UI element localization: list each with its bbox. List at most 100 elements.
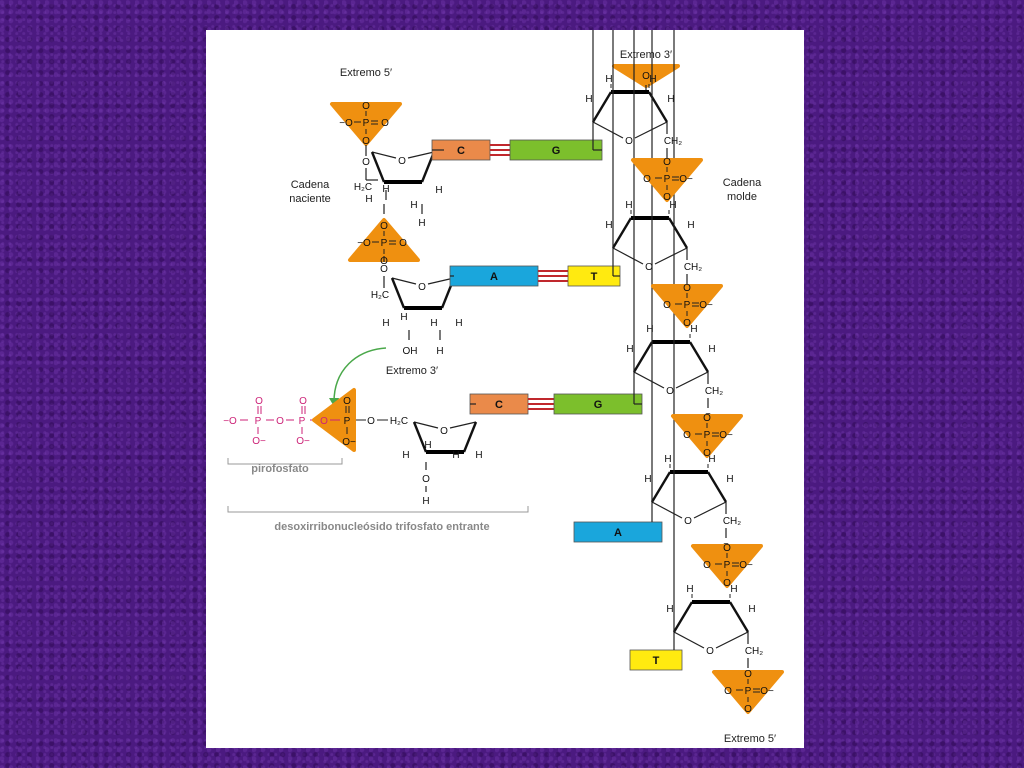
oxygen-label: O: [381, 118, 389, 129]
phosphorus-label: P: [724, 560, 731, 571]
carbon-label: CH₂: [664, 136, 682, 147]
attack-arrow: [333, 347, 387, 403]
hydrogen-label: H: [644, 474, 651, 485]
hydroxyl-label: OH: [403, 346, 418, 357]
oxygen-label: O: [723, 543, 731, 554]
oxygen-label: −O: [339, 118, 353, 129]
ring-bond: [462, 421, 478, 453]
carbon-label: H₂C: [390, 416, 408, 427]
pyro-oxygen-label: O: [255, 396, 263, 407]
oxygen-label: O: [744, 669, 752, 680]
ring-bond: [675, 371, 709, 389]
ring-bond: [612, 247, 644, 265]
ring-bond: [633, 371, 665, 389]
ring-oxygen-label: O: [706, 646, 714, 657]
oxygen-label: O: [643, 174, 651, 185]
hydrogen-label: H: [726, 474, 733, 485]
oxygen-label: O: [744, 704, 752, 715]
nascent-strand-label: Cadena: [291, 179, 330, 191]
phosphate-group: [671, 414, 743, 458]
ring-oxygen-label: O: [684, 516, 692, 527]
ring-oxygen-label: O: [440, 426, 448, 437]
nascent-3-prime-label: Extremo 3′: [386, 365, 438, 377]
hydrogen-label: H: [667, 94, 674, 105]
phosphorus-label: P: [381, 238, 388, 249]
oxygen-label: O: [343, 396, 351, 407]
ring-bond: [667, 217, 689, 249]
hydrogen-label: H: [649, 74, 656, 85]
hydrogen-label: H: [664, 454, 671, 465]
hydrogen-label: H: [686, 584, 693, 595]
base-template-G: G: [509, 139, 603, 161]
template-nucleotide: [672, 600, 750, 649]
phosphorus-label: P: [745, 686, 752, 697]
hydrogen-label: H: [424, 440, 431, 451]
ring-bond: [407, 151, 435, 159]
template-3-prime-label: Extremo 3′: [620, 49, 672, 61]
pyro-phosphorus-label: P: [299, 416, 306, 427]
pyro-oxygen-label: −O: [223, 416, 237, 427]
phosphate-group: [330, 102, 402, 146]
oxygen-label: O: [703, 448, 711, 459]
phosphate-group: [631, 158, 703, 202]
ring-bond: [591, 91, 613, 123]
ring-bond: [611, 217, 633, 249]
hydrogen-label: H: [455, 318, 462, 329]
oxygen-label: O: [663, 157, 671, 168]
base-letter: T: [653, 655, 660, 667]
ring-bond: [654, 247, 688, 265]
base-letter: T: [591, 271, 598, 283]
base-letter: C: [457, 145, 465, 157]
oxygen-label: O: [663, 300, 671, 311]
hydrogen-label: H: [666, 604, 673, 615]
ring-bond: [592, 121, 624, 139]
hydrogen-label: H: [605, 74, 612, 85]
ring-bond: [673, 631, 705, 649]
hydrogen-label: H: [626, 344, 633, 355]
oxygen-label: O: [367, 416, 375, 427]
phosphorus-label: P: [684, 300, 691, 311]
pyro-oxygen-label: O−: [296, 436, 310, 447]
oxygen-label: O−: [342, 437, 356, 448]
base-letter: C: [495, 399, 503, 411]
hydrogen-label: H: [365, 194, 372, 205]
ring-bond: [728, 601, 750, 633]
oxygen-label: O: [683, 318, 691, 329]
ring-bond: [706, 471, 728, 503]
oxygen-label: O−: [719, 430, 733, 441]
base-letter: G: [594, 399, 603, 411]
hydrogen-label: H: [708, 454, 715, 465]
oxygen-label: O: [723, 578, 731, 589]
oxygen-label: −O: [357, 238, 371, 249]
oxygen-label: O: [703, 413, 711, 424]
base-letter: G: [552, 145, 561, 157]
ring-bond: [412, 421, 428, 453]
base-template-G2: G: [553, 393, 643, 415]
template-nucleotide: [632, 340, 710, 389]
phosphate-group: [712, 670, 784, 714]
hydrogen-label: H: [400, 312, 407, 323]
nascent-5-prime-label: Extremo 5′: [340, 67, 392, 79]
oxygen-label: O−: [739, 560, 753, 571]
oxygen-label: O: [683, 430, 691, 441]
incoming-nucleotide-label: desoxirribonucleósido trifosfato entrant…: [274, 521, 489, 533]
hydrogen-label: H: [730, 584, 737, 595]
carbon-label: H₂C: [371, 290, 389, 301]
base-block: [573, 521, 663, 543]
oxygen-label: O: [362, 136, 370, 147]
oxygen-label: O: [380, 221, 388, 232]
oxygen-label: O: [724, 686, 732, 697]
pyro-phosphorus-label: P: [255, 416, 262, 427]
hydrogen-label: H: [402, 450, 409, 461]
oxygen-label: O: [399, 238, 407, 249]
ring-oxygen-label: O: [666, 386, 674, 397]
phosphorus-label: P: [363, 118, 370, 129]
phosphate-group: [651, 284, 723, 328]
ring-bond: [650, 471, 672, 503]
hydrogen-label: H: [687, 220, 694, 231]
base-block: [629, 649, 683, 671]
oxygen-label: O: [663, 192, 671, 203]
oxygen-label: O: [683, 283, 691, 294]
hydrogen-label: H: [708, 344, 715, 355]
